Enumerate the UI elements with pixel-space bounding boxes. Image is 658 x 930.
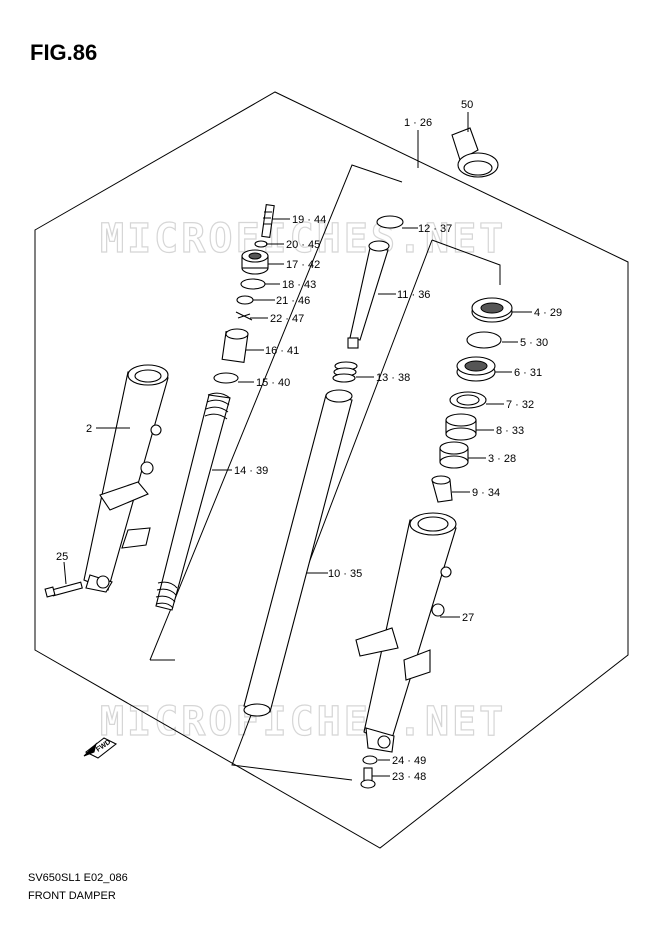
callout-24: 24 · 49 (392, 755, 426, 767)
figure-title: FIG.86 (30, 40, 98, 65)
part-small-ring (254, 240, 268, 248)
leader-lines (63, 112, 532, 777)
callout-8: 8 · 33 (496, 425, 524, 437)
callout-20: 20 · 45 (286, 239, 320, 251)
part-seat-ring (213, 372, 239, 384)
callout-10: 10 · 35 (328, 568, 362, 580)
part-inner-tube (243, 389, 353, 717)
part-oil-seal (456, 356, 496, 382)
watermark-top: MICROFICHES.NET (100, 216, 506, 262)
part-guide-metal-3 (439, 441, 469, 469)
part-guide-metal-8 (445, 413, 477, 441)
callout-22: 22 · 47 (270, 313, 304, 325)
callout-25: 25 (56, 551, 68, 563)
callout-12: 12 · 37 (418, 223, 452, 235)
part-guard (451, 127, 499, 178)
part-spacer (221, 328, 249, 364)
callout-15: 15 · 40 (256, 377, 290, 389)
part-damper-bolt (360, 767, 376, 789)
part-o-ring-18 (240, 278, 266, 290)
callout-17: 17 · 42 (286, 259, 320, 271)
figure-name: FRONT DAMPER (28, 890, 116, 902)
callout-2: 2 (86, 423, 92, 435)
callout-5: 5 · 30 (520, 337, 548, 349)
inner-frame-left (149, 164, 403, 661)
part-oil-lock-piece (431, 475, 453, 503)
part-outer-tube-right (355, 512, 457, 753)
part-clip (235, 311, 253, 321)
inner-frame-right (231, 239, 433, 781)
callout-23: 23 · 48 (392, 771, 426, 783)
assembly-boundary (34, 91, 629, 849)
callout-9: 9 · 34 (472, 487, 500, 499)
callout-13: 13 · 38 (376, 372, 410, 384)
callout-3: 3 · 28 (488, 453, 516, 465)
callout-7: 7 · 32 (506, 399, 534, 411)
callout-21: 21 · 46 (276, 295, 310, 307)
part-oil-seal-retainer (449, 391, 487, 409)
part-rebound-spring (332, 361, 358, 383)
part-axle-bolt (44, 581, 83, 598)
figure-code: SV650SL1 E02_086 (28, 872, 128, 884)
callout-11: 11 · 36 (397, 289, 430, 301)
part-damper-rod (347, 240, 390, 349)
inner-frame-right-top (431, 239, 501, 285)
callout-16: 16 · 41 (265, 345, 299, 357)
part-gasket (362, 755, 378, 765)
part-outer-tube-left (83, 364, 169, 593)
part-adjuster-bolt (261, 203, 275, 239)
callout-6: 6 · 31 (514, 367, 542, 379)
callout-19: 19 · 44 (292, 214, 326, 226)
callout-18: 18 · 43 (282, 279, 316, 291)
part-dust-seal (471, 297, 513, 323)
fwd-direction-marker: FWD (83, 737, 118, 759)
callout-1: 1 · 26 (404, 117, 432, 129)
callout-14: 14 · 39 (234, 465, 268, 477)
part-washer (236, 295, 254, 305)
watermark-bottom: MICROFICHES.NET (100, 699, 506, 745)
callout-4: 4 · 29 (534, 307, 562, 319)
part-stopper-ring (466, 331, 502, 349)
callout-50: 50 (461, 99, 473, 111)
part-top-cap (241, 249, 269, 275)
callout-27: 27 (462, 612, 474, 624)
part-fork-spring (155, 392, 231, 611)
part-ring-12 (376, 215, 404, 229)
